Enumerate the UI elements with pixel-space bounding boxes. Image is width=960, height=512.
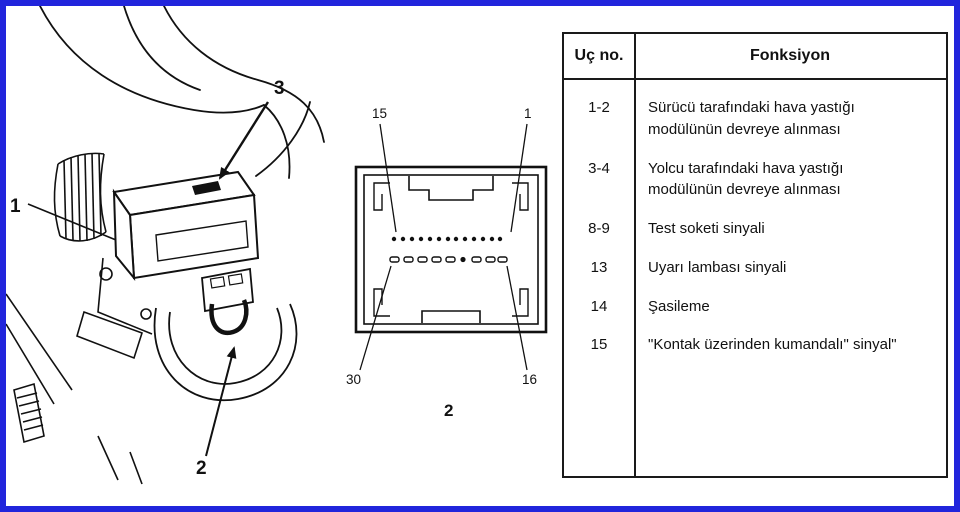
callout-1-label: 1 xyxy=(10,196,21,217)
module-connector-and-lock xyxy=(201,267,254,336)
mounting-bracket xyxy=(76,257,153,360)
callout-2-arrow xyxy=(205,346,237,457)
pin-function-table: Uç no. Fonksiyon 1-2 Sürücü tarafındaki … xyxy=(562,32,948,478)
pin-cell: 3-4 xyxy=(588,159,610,177)
pin-cell: 14 xyxy=(590,297,608,315)
table-header-row: Uç no. Fonksiyon xyxy=(564,34,946,80)
connector-inner-housing xyxy=(363,174,539,325)
pin-label-1: 1 xyxy=(524,106,532,121)
function-cell: Test soketi sinyali xyxy=(648,220,765,237)
table-header-pin: Uç no. xyxy=(574,47,624,64)
figure-content: 1 2 3 xyxy=(6,6,954,506)
function-cell: Yolcu tarafındaki hava yastığı modülünün… xyxy=(648,159,844,199)
connector-housing xyxy=(354,165,548,334)
callout-3-label: 3 xyxy=(274,78,285,99)
pin-label-15: 15 xyxy=(372,106,387,121)
table-row: 13 Uyarı lambası sinyali xyxy=(564,257,946,279)
pin-cell: 15 xyxy=(590,336,608,354)
pin-row-bottom xyxy=(389,256,508,263)
callout-3-arrow xyxy=(218,101,270,180)
column-shroud-lines xyxy=(39,6,325,179)
pin-cell: 8-9 xyxy=(588,220,610,237)
connector-part-label: 2 xyxy=(444,401,453,420)
connector-pinout-illustration: 15 1 30 16 2 xyxy=(346,106,548,420)
pin-row-top xyxy=(391,236,503,242)
table-row: 3-4 Yolcu tarafındaki hava yastığı modül… xyxy=(564,158,946,202)
table-row: 8-9 Test soketi sinyali xyxy=(564,218,946,240)
pin-leader-lines xyxy=(359,123,528,371)
marking-slot xyxy=(192,181,221,195)
airbag-control-module-shape xyxy=(112,170,260,282)
pin-cell: 1-2 xyxy=(588,99,610,116)
column-ribbed-collar xyxy=(53,152,107,242)
clockspring-coil xyxy=(153,303,298,402)
steering-column-illustration: 1 2 3 xyxy=(6,6,325,485)
table-row: 15 "Kontak üzerinden kumandalı" sinyal" xyxy=(564,334,946,356)
function-cell: Şasileme xyxy=(648,297,710,315)
function-cell: Uyarı lambası sinyali xyxy=(648,258,787,276)
pin-label-30: 30 xyxy=(346,372,361,387)
column-divider xyxy=(634,34,636,476)
table-header-function: Fonksiyon xyxy=(749,47,830,64)
connector-outer-housing xyxy=(354,165,548,334)
callout-1-leader xyxy=(27,203,117,241)
pin-cell: 13 xyxy=(590,258,608,276)
callout-2-label: 2 xyxy=(196,458,207,479)
callouts: 1 2 3 xyxy=(10,78,285,479)
table-row: 14 Şasileme xyxy=(564,296,946,318)
pin-label-16: 16 xyxy=(522,372,537,387)
dash-panel-lines xyxy=(6,293,143,485)
function-cell: Sürücü tarafındaki hava yastığı modülünü… xyxy=(648,99,855,138)
function-cell: "Kontak üzerinden kumandalı" sinyal" xyxy=(648,336,897,354)
table-row: 1-2 Sürücü tarafındaki hava yastığı modü… xyxy=(564,97,946,141)
